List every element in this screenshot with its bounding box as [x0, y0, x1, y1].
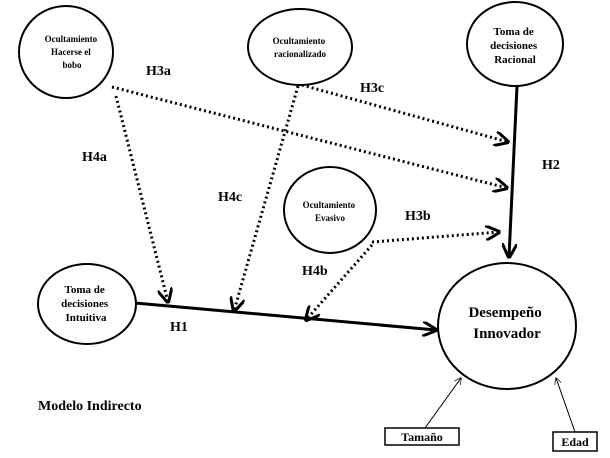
node-label-line: Ocultamiento [45, 34, 98, 44]
node-label-line: Desempeño [468, 305, 541, 321]
label-h4c: H4c [218, 190, 242, 205]
control-tamano-label: Tamaño [401, 430, 443, 444]
node-label-line: Toma de [65, 284, 105, 296]
path-h4a [114, 95, 168, 302]
node-label-line: decisiones [490, 40, 538, 52]
node-ocultamiento-racionalizado: Ocultamiento racionalizado [247, 8, 353, 86]
node-label-line: Hacerse el [51, 47, 91, 57]
svg-text:Ocultamiento Hacerse el: Ocultamiento Hacerse el bobo [45, 34, 100, 70]
node-label-line: Racional [494, 54, 536, 66]
control-tamano: Tamaño [384, 427, 460, 446]
model-label: Modelo Indirecto [38, 399, 142, 414]
node-label-line: Evasivo [315, 213, 346, 223]
node-toma-decisiones-intuitiva: Toma de decisiones Intuitiva [37, 263, 137, 345]
path-edad [556, 378, 576, 433]
path-h3c [301, 83, 508, 142]
control-edad: Edad [552, 431, 598, 452]
node-label-line: bobo [62, 60, 82, 70]
node-label-line: decisiones [61, 298, 109, 310]
label-h2: H2 [542, 158, 560, 173]
node-label-line: Ocultamiento [303, 200, 356, 210]
label-h3a: H3a [146, 64, 171, 79]
svg-text:Ocultamiento Evasivo: Ocultamiento Evasivo [303, 200, 358, 223]
control-edad-label: Edad [561, 435, 589, 449]
node-label-line: Toma de [494, 26, 534, 38]
node-label-line: racionalizado [274, 49, 326, 59]
node-desempeno-innovador: Desempeño Innovador [437, 262, 577, 390]
svg-text:Toma de decisiones: Toma de decisiones Racional [490, 26, 540, 66]
svg-text:Toma de decisiones: Toma de decisiones Intuitiva [61, 284, 111, 324]
node-ocultamiento-evasivo: Ocultamiento Evasivo [283, 166, 377, 254]
svg-text:Desempeño Innovador: Desempeño Innovador [468, 305, 545, 342]
label-h4a: H4a [82, 150, 107, 165]
path-h3b [371, 232, 499, 244]
node-label-line: Innovador [473, 326, 541, 342]
label-h3c: H3c [360, 81, 384, 96]
path-h4b [306, 244, 374, 320]
label-h1: H1 [170, 320, 188, 335]
node-ocultamiento-hacerse-el-bobo: Ocultamiento Hacerse el bobo [18, 5, 114, 99]
path-h1 [134, 301, 436, 330]
label-h3b: H3b [405, 209, 431, 224]
label-h4b: H4b [302, 264, 328, 279]
path-h2 [509, 85, 519, 257]
node-label-line: Ocultamiento [273, 36, 326, 46]
svg-text:Ocultamiento racionaliza: Ocultamiento racionalizado [273, 36, 328, 59]
path-tamano [424, 378, 461, 429]
node-label-line: Intuitiva [66, 312, 107, 324]
path-h4c [234, 85, 300, 311]
node-toma-decisiones-racional: Toma de decisiones Racional [466, 1, 564, 87]
